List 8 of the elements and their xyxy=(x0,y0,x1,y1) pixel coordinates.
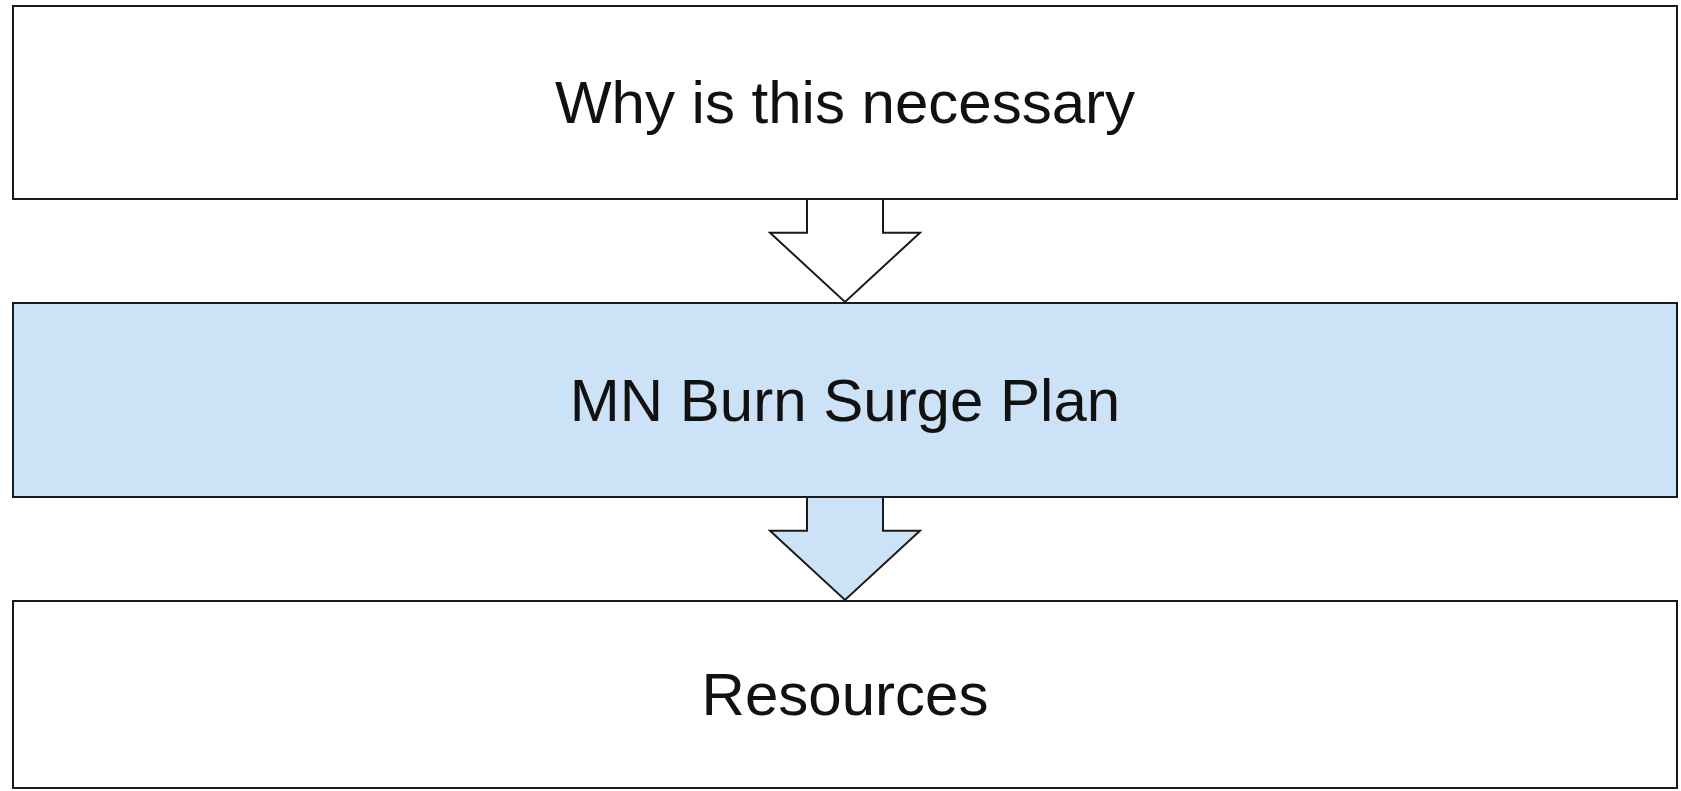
block-arrow xyxy=(767,199,923,304)
block-arrow xyxy=(767,497,923,602)
process-box xyxy=(12,600,1678,789)
process-box xyxy=(12,302,1678,498)
process-box xyxy=(12,5,1678,200)
box-label: Resources xyxy=(701,660,989,729)
box-label: Why is this necessary xyxy=(554,68,1136,137)
box-label: MN Burn Surge Plan xyxy=(569,365,1121,435)
